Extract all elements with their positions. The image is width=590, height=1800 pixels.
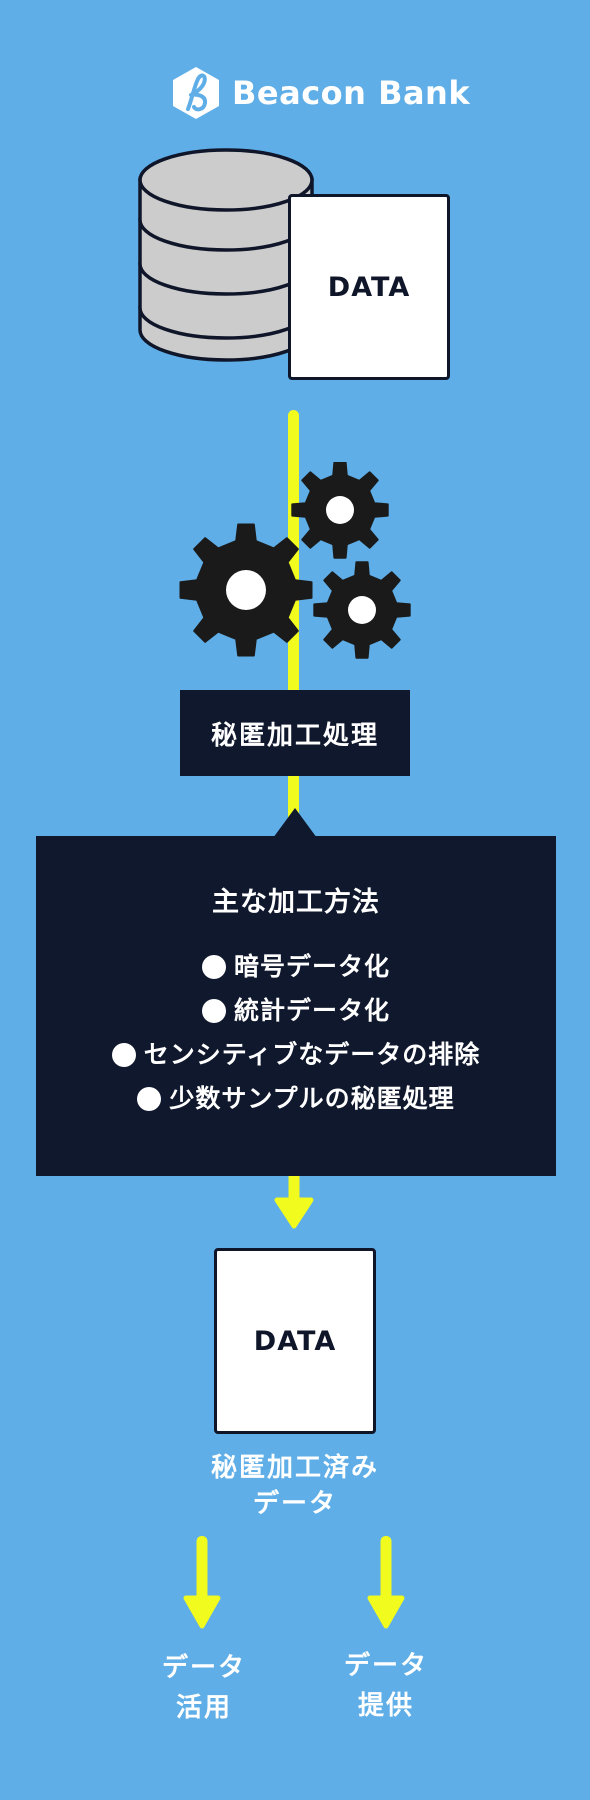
arrow-down-icon xyxy=(274,1176,314,1229)
gears-icon xyxy=(179,462,411,659)
method-item-text: 少数サンプルの秘匿処理 xyxy=(169,1084,455,1113)
logo-text: Beacon Bank xyxy=(232,74,471,112)
outcome-line2: 活用 xyxy=(175,1693,232,1723)
processing-methods-box: 主な加工方法 暗号データ化 統計データ化 センシティブなデータの排除 少数サンプ… xyxy=(36,836,556,1176)
outcome-data-utilization: データ 活用 xyxy=(134,1648,274,1728)
arrow-down-right-icon xyxy=(367,1536,405,1629)
gear-hole xyxy=(348,596,376,624)
small-gear-icon xyxy=(291,462,389,559)
anonymized-data-caption: 秘匿加工済み データ xyxy=(150,1450,440,1522)
caption-line2: データ xyxy=(252,1489,337,1519)
arrow-down-left-icon xyxy=(183,1536,221,1629)
methods-title: 主な加工方法 xyxy=(212,887,380,918)
method-item-text: センシティブなデータの排除 xyxy=(143,1040,481,1069)
source-data-label: DATA xyxy=(327,271,411,303)
caption-line1: 秘匿加工済み xyxy=(210,1453,379,1483)
medium-gear-icon xyxy=(313,561,411,659)
bullet-icon xyxy=(111,1043,136,1067)
method-item: 暗号データ化 xyxy=(36,945,556,989)
source-data-document: DATA xyxy=(288,194,450,380)
beacon-bank-logo-icon xyxy=(173,67,219,119)
outcome-line2: 提供 xyxy=(357,1691,414,1721)
outcome-data-provision: データ 提供 xyxy=(316,1646,456,1726)
database-icon xyxy=(138,148,314,362)
process-label-text: 秘匿加工処理 xyxy=(210,720,379,751)
large-gear-icon xyxy=(179,523,313,657)
gear-hole xyxy=(226,570,266,610)
method-item: センシティブなデータの排除 xyxy=(36,1033,556,1077)
bullet-icon xyxy=(201,999,226,1023)
anonymization-process-label: 秘匿加工処理 xyxy=(180,690,410,776)
logo: Beacon Bank xyxy=(170,64,470,122)
bullet-icon xyxy=(137,1087,162,1111)
gear-hole xyxy=(326,496,354,524)
methods-list: 暗号データ化 統計データ化 センシティブなデータの排除 少数サンプルの秘匿処理 xyxy=(36,945,556,1121)
method-item-text: 統計データ化 xyxy=(233,996,390,1025)
methods-callout-pointer xyxy=(273,808,317,838)
method-item: 少数サンプルの秘匿処理 xyxy=(36,1077,556,1121)
outcome-line1: データ xyxy=(343,1651,428,1681)
method-item-text: 暗号データ化 xyxy=(233,952,390,981)
outcome-line1: データ xyxy=(161,1653,246,1683)
anonymized-data-document: DATA xyxy=(214,1248,376,1434)
bullet-icon xyxy=(201,955,226,979)
method-item: 統計データ化 xyxy=(36,989,556,1033)
output-data-label: DATA xyxy=(253,1325,337,1357)
